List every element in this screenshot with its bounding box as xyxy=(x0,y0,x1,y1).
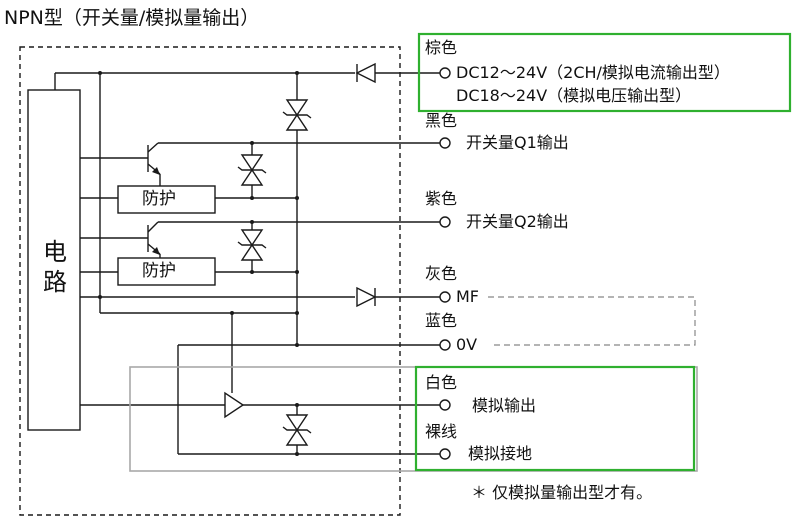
highlight-analog-box xyxy=(414,365,696,472)
circuit-block xyxy=(27,89,81,431)
terminal-gray xyxy=(439,291,451,303)
wire-brown-spec2: DC18～24V（模拟电压输出型） xyxy=(456,86,692,105)
tvs-diode-analog-icon xyxy=(282,414,312,446)
wire-blue-function: 0V xyxy=(456,335,478,354)
diode-brown-icon xyxy=(355,62,376,84)
terminal-brown xyxy=(439,67,451,79)
wire-bare-label: 裸线 xyxy=(425,422,458,441)
wire-black-label: 黑色 xyxy=(425,111,458,130)
protection-box-2 xyxy=(117,257,216,286)
wire-gray-function: MF xyxy=(456,287,480,306)
tvs-diode-main-icon xyxy=(282,99,312,131)
protection-label-1: 防护 xyxy=(142,189,176,209)
wire-black-function: 开关量Q1输出 xyxy=(466,133,569,152)
protection-box-1 xyxy=(117,185,216,214)
tvs-diode-q2-icon xyxy=(237,229,267,261)
protection-label-2: 防护 xyxy=(142,261,176,281)
analog-section-box xyxy=(129,366,698,472)
wire-white-label: 白色 xyxy=(425,373,458,392)
wire-brown-label: 棕色 xyxy=(425,38,458,57)
terminal-bare xyxy=(439,448,451,460)
footnote: ＊ 仅模拟量输出型才有。 xyxy=(471,483,653,502)
wire-bare-function: 模拟接地 xyxy=(468,444,533,463)
terminal-white xyxy=(439,399,451,411)
sensor-enclosure xyxy=(19,46,401,516)
tvs-diode-q1-icon xyxy=(237,154,267,186)
wire-blue-label: 蓝色 xyxy=(425,311,458,330)
terminal-purple xyxy=(439,216,451,228)
terminal-black xyxy=(439,137,451,149)
highlight-power-box xyxy=(417,32,792,113)
wire-purple-label: 紫色 xyxy=(425,189,458,208)
terminal-blue xyxy=(439,339,451,351)
wire-gray-label: 灰色 xyxy=(425,264,458,283)
circuit-label-1: 电 xyxy=(43,238,67,266)
amplifier-icon xyxy=(224,391,245,419)
diode-mf-icon xyxy=(356,286,377,308)
wire-purple-function: 开关量Q2输出 xyxy=(466,212,569,231)
wire-white-function: 模拟输出 xyxy=(472,396,537,415)
wire-brown-spec1: DC12～24V（2CH/模拟电流输出型） xyxy=(456,63,730,82)
circuit-label-2: 路 xyxy=(43,268,67,296)
diagram-title: NPN型（开关量/模拟量输出） xyxy=(4,7,260,29)
